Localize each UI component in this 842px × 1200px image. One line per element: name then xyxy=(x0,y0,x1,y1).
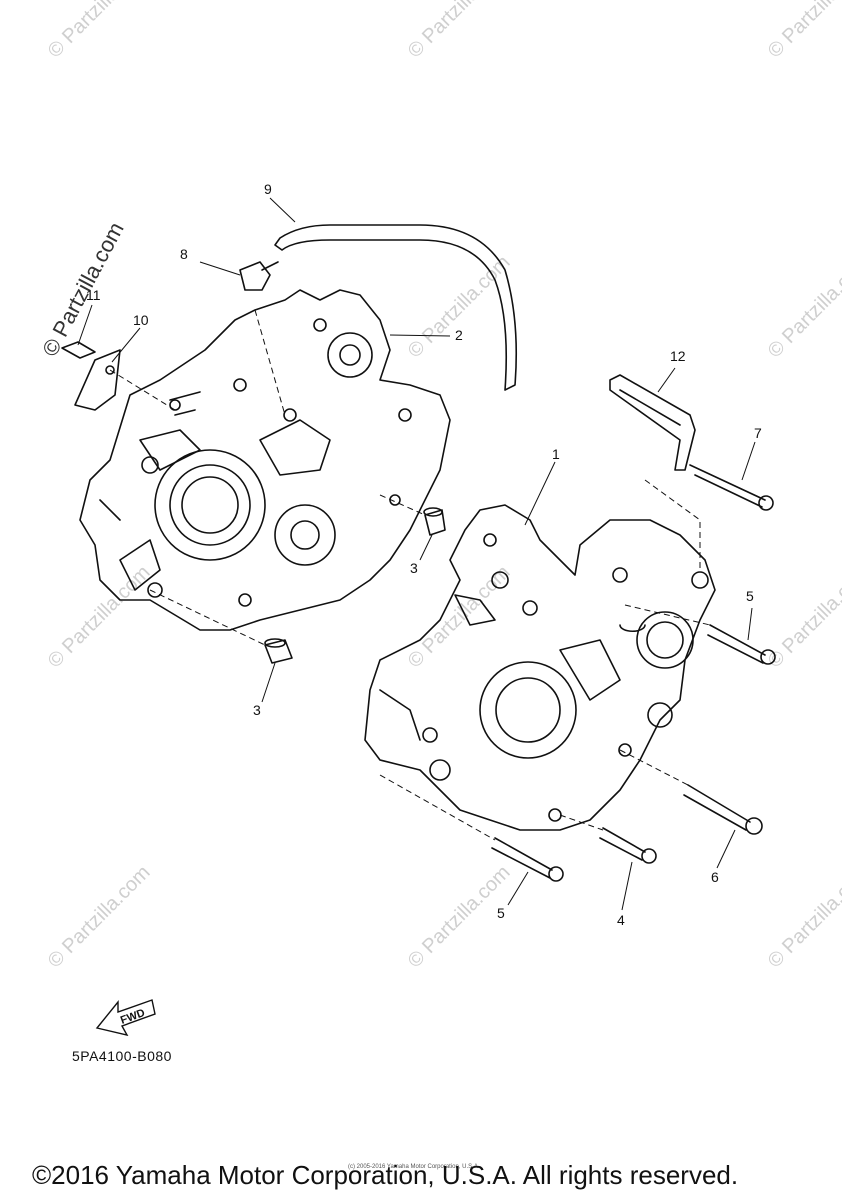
leader-11 xyxy=(77,304,93,346)
alignment-line xyxy=(379,774,496,841)
hose-guide xyxy=(609,374,696,471)
leader-2 xyxy=(389,334,451,337)
bolt-6 xyxy=(683,784,763,835)
dowel-pin-lower xyxy=(264,638,293,664)
elbow-fitting xyxy=(239,261,279,291)
callout-12: 12 xyxy=(670,348,686,364)
leader-4 xyxy=(621,861,633,911)
plate-part xyxy=(74,349,121,411)
alignment-line xyxy=(379,494,426,516)
leader-10 xyxy=(111,327,141,363)
bolt-7 xyxy=(689,464,774,511)
callout-6: 6 xyxy=(711,869,719,885)
leader-5a xyxy=(747,607,753,641)
leader-1 xyxy=(524,461,556,526)
left-crankcase-half xyxy=(79,289,451,631)
leader-3a xyxy=(419,534,433,561)
alignment-line xyxy=(254,309,286,416)
bolt-5-upper xyxy=(707,624,776,665)
breather-hose xyxy=(274,224,518,391)
leader-6 xyxy=(716,829,736,869)
callout-2: 2 xyxy=(455,327,463,343)
leader-5b xyxy=(507,871,529,906)
callout-4: 4 xyxy=(617,912,625,928)
leader-7 xyxy=(741,441,756,481)
fwd-arrow: FWD xyxy=(95,999,156,1037)
bolt-5-lower xyxy=(491,837,564,882)
alignment-line xyxy=(149,589,266,646)
small-bolt xyxy=(61,341,96,359)
leader-9 xyxy=(269,197,296,223)
alignment-line xyxy=(624,604,711,626)
callout-1: 1 xyxy=(552,446,560,462)
leader-8 xyxy=(199,261,241,276)
right-crankcase-half xyxy=(364,504,716,831)
alignment-line xyxy=(559,814,604,831)
callout-5-lower: 5 xyxy=(497,905,505,921)
copyright-footer: ©2016 Yamaha Motor Corporation, U.S.A. A… xyxy=(32,1160,739,1190)
callout-5-upper: 5 xyxy=(746,588,754,604)
callout-9: 9 xyxy=(264,181,272,197)
callout-8: 8 xyxy=(180,246,188,262)
alignment-line xyxy=(644,479,701,570)
callout-3-upper: 3 xyxy=(410,560,418,576)
callout-7: 7 xyxy=(754,425,762,441)
callout-3-lower: 3 xyxy=(253,702,261,718)
callout-11: 11 xyxy=(86,287,101,303)
alignment-line xyxy=(109,369,176,411)
leader-3b xyxy=(261,662,276,703)
alignment-line xyxy=(619,749,689,786)
bolt-4 xyxy=(599,827,657,864)
callout-10: 10 xyxy=(133,312,149,328)
diagram-part-code: 5PA4100-B080 xyxy=(72,1048,172,1064)
leader-12 xyxy=(657,367,676,393)
small-copyright: (c) 2005-2016 Yamaha Motor Corporation, … xyxy=(348,1164,480,1170)
dowel-pin-upper xyxy=(423,507,446,536)
